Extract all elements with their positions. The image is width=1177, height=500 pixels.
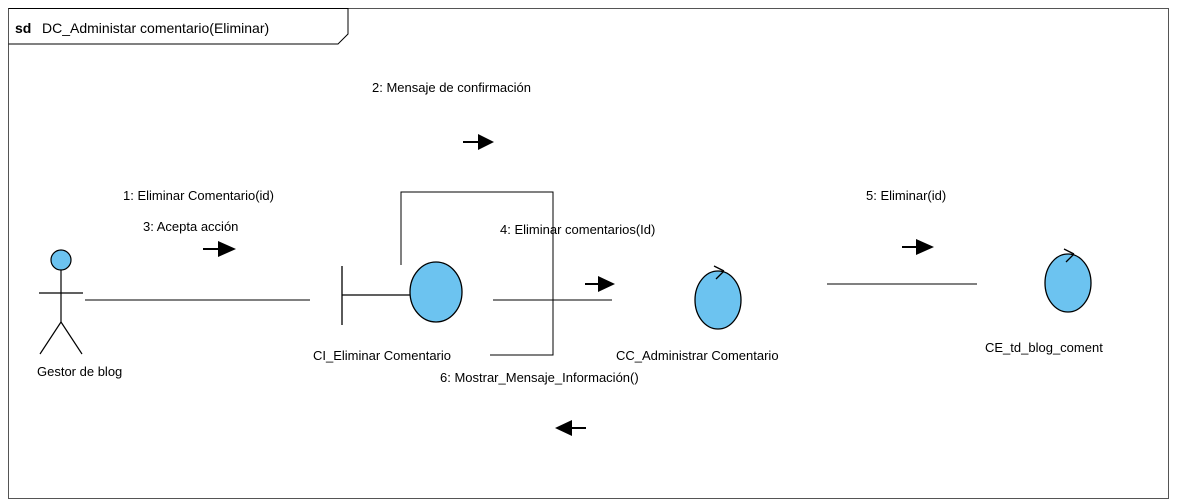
- message-1-label: 1: Eliminar Comentario(id): [123, 188, 274, 203]
- arrow-left-icon: [555, 420, 586, 436]
- message-6-label: 6: Mostrar_Mensaje_Información(): [440, 370, 639, 385]
- arrow-right-icon: [203, 241, 236, 257]
- actor-icon[interactable]: [39, 249, 83, 355]
- entity-label: CE_td_blog_coment: [985, 340, 1103, 355]
- message-5-label: 5: Eliminar(id): [866, 188, 946, 203]
- frame-title: DC_Administar comentario(Eliminar): [42, 20, 269, 36]
- arrow-right-icon: [463, 134, 494, 150]
- control-label: CC_Administrar Comentario: [616, 348, 779, 363]
- self-link-boundary: [400, 191, 554, 356]
- actor-label: Gestor de blog: [37, 364, 122, 379]
- message-2-label: 2: Mensaje de confirmación: [372, 80, 531, 95]
- frame-title-box: [8, 8, 349, 45]
- entity-control-icon[interactable]: [1044, 248, 1092, 313]
- frame-keyword: sd: [15, 20, 31, 36]
- boundary-label: CI_Eliminar Comentario: [313, 348, 451, 363]
- arrow-right-icon: [585, 276, 615, 292]
- frame-border: [8, 8, 1169, 499]
- boundary-icon[interactable]: [341, 261, 463, 325]
- control-icon[interactable]: [694, 265, 742, 330]
- arrow-right-icon: [902, 239, 934, 255]
- message-4-label: 4: Eliminar comentarios(Id): [500, 222, 655, 237]
- message-3-label: 3: Acepta acción: [143, 219, 238, 234]
